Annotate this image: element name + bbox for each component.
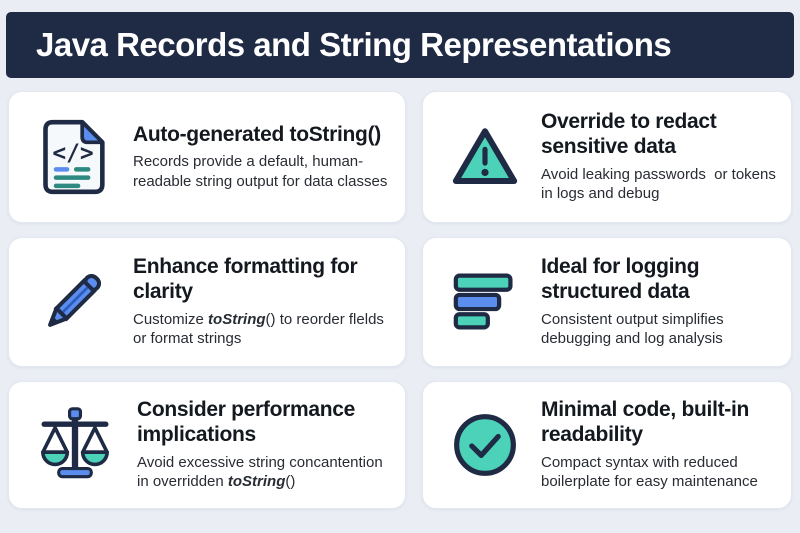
card-description: Records provide a default, human-readabl… [133,153,388,190]
svg-text:</>: </> [52,141,93,167]
inline-code: toString [208,310,266,328]
scale-icon [37,406,113,484]
card-description: Avoid excessive string concantention in … [137,453,387,491]
cards-grid: </> Auto-generated toString() Records pr… [8,91,792,509]
page-title: Java Records and String Representations [36,26,672,63]
card-title: Minimal code, built-in readability [541,398,750,446]
card-title: Override to redact sensitive data [541,110,717,158]
card-title: Consider performance implications [137,398,356,446]
inline-code: toString [227,473,286,491]
card-minimal-code: Minimal code, built-in readability Compa… [422,381,792,509]
warning-triangle-icon [449,124,521,190]
card-title: Enhance formatting for clarity [133,255,358,303]
card-enhance-formatting: Enhance formatting for clarity Customize… [8,237,406,367]
card-description: Customize toString() to reorder flelds o… [133,310,389,348]
pencil-icon [37,266,109,338]
card-description: Consistent output simplifies debugging a… [541,310,728,348]
card-performance: Consider performance implications Avoid … [8,381,406,509]
header-banner: Java Records and String Representations [6,12,794,78]
card-description: Compact syntax with reduced boilerplate … [541,453,758,491]
card-title: Ideal for logging structured data [541,255,700,303]
check-circle-icon [449,411,521,479]
code-file-icon: </> [37,118,109,196]
card-title: Auto-generated toString() [133,122,381,146]
card-description: Avoid leaking passwords or tokens in log… [541,165,781,203]
card-logging-structured: Ideal for logging structured data Consis… [422,237,792,367]
card-auto-generated-tostring: </> Auto-generated toString() Records pr… [8,91,406,223]
bars-icon [449,272,521,332]
card-override-redact: Override to redact sensitive data Avoid … [422,91,792,223]
